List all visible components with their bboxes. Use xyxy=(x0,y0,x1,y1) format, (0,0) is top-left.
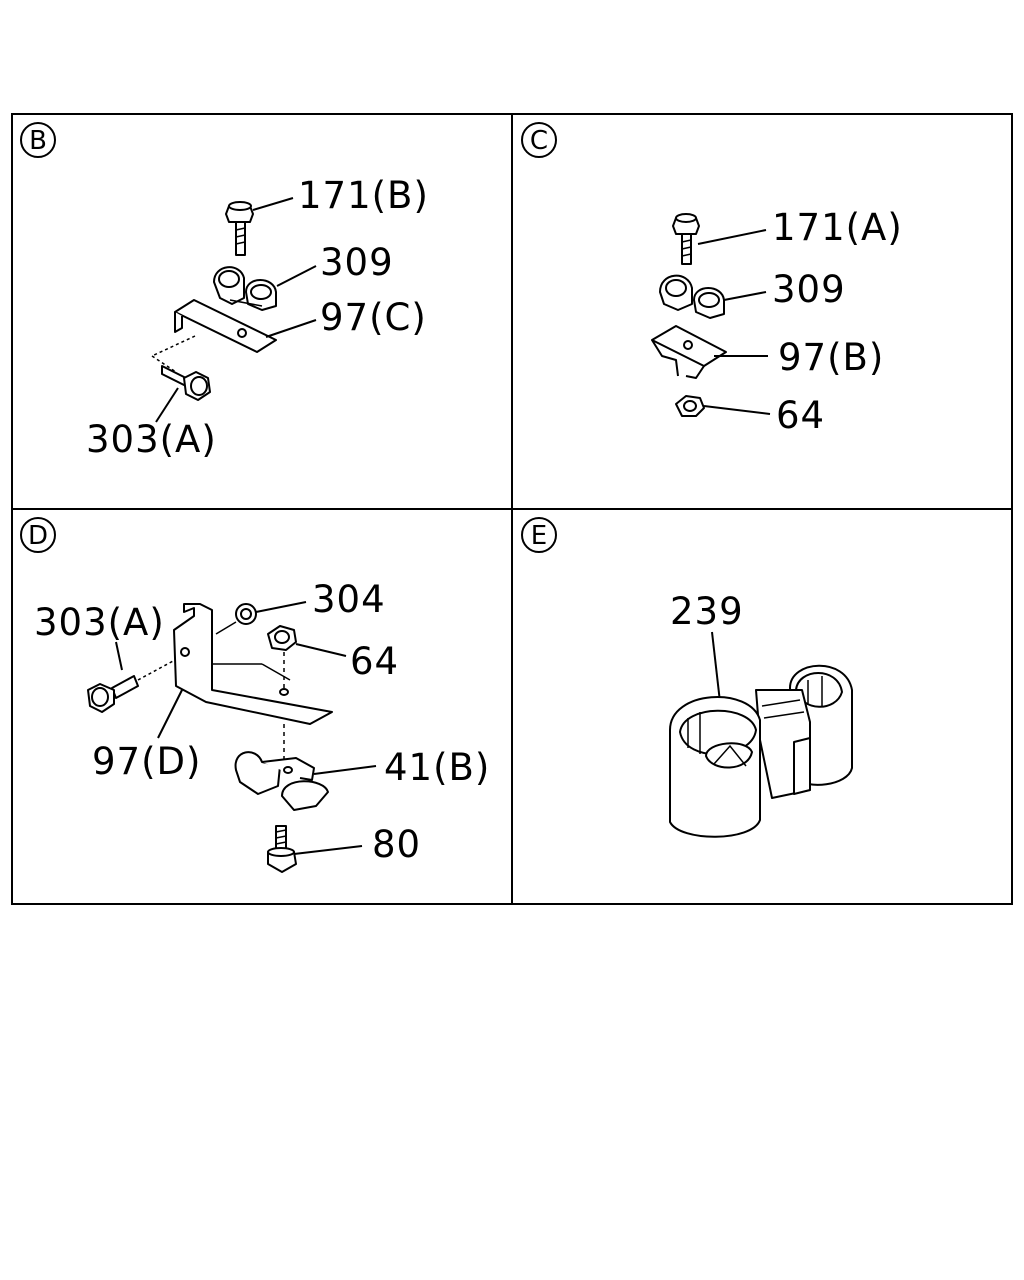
label-309-c: 309 xyxy=(772,268,846,311)
panel-b-letter: B xyxy=(29,126,47,156)
label-303-a-d: 303(A) xyxy=(34,601,165,644)
bolt-171-a xyxy=(672,213,700,265)
panel-c-badge: C xyxy=(521,122,557,158)
label-304: 304 xyxy=(312,578,386,621)
nut-64-d xyxy=(267,625,297,651)
label-171-b: 171(B) xyxy=(298,174,429,217)
bracket-97-c xyxy=(174,299,277,353)
panel-c-letter: C xyxy=(530,126,548,156)
label-309-b: 309 xyxy=(320,241,394,284)
label-64-c: 64 xyxy=(776,394,825,437)
label-64-d: 64 xyxy=(350,640,399,683)
panel-c: C 171(A) 309 97(B) xyxy=(521,122,903,437)
panel-d-badge: D xyxy=(20,517,56,553)
clamp-41-b xyxy=(234,751,329,811)
bolt-171-b xyxy=(225,201,254,256)
label-97-c: 97(C) xyxy=(320,296,427,339)
nut-64-c xyxy=(675,395,705,417)
panel-e-badge: E xyxy=(521,517,557,553)
label-41-b: 41(B) xyxy=(384,746,490,789)
clip-239 xyxy=(669,664,853,838)
washer-304 xyxy=(235,603,257,625)
bolt-303-a-d xyxy=(87,675,139,713)
panel-grid xyxy=(11,113,1013,905)
label-171-a: 171(A) xyxy=(772,206,903,249)
label-303-a-b: 303(A) xyxy=(86,418,217,461)
label-97-b: 97(B) xyxy=(778,336,884,379)
panel-d: D 303(A) 97(D) 304 xyxy=(20,517,490,873)
panel-b: B 171(B) 309 97(C) xyxy=(20,122,429,461)
clamp-309-c xyxy=(659,274,725,319)
panel-e-letter: E xyxy=(531,521,547,551)
bolt-80 xyxy=(267,825,297,873)
bracket-97-b xyxy=(651,325,727,379)
panel-d-letter: D xyxy=(28,521,48,551)
label-97-d: 97(D) xyxy=(92,740,201,783)
panel-e: E 239 xyxy=(521,517,853,838)
label-239: 239 xyxy=(670,590,744,633)
clamp-309-b xyxy=(213,266,277,311)
label-80: 80 xyxy=(372,823,421,866)
bracket-97-d xyxy=(173,603,333,725)
bolt-303-a-b xyxy=(161,365,211,401)
panel-b-badge: B xyxy=(20,122,56,158)
